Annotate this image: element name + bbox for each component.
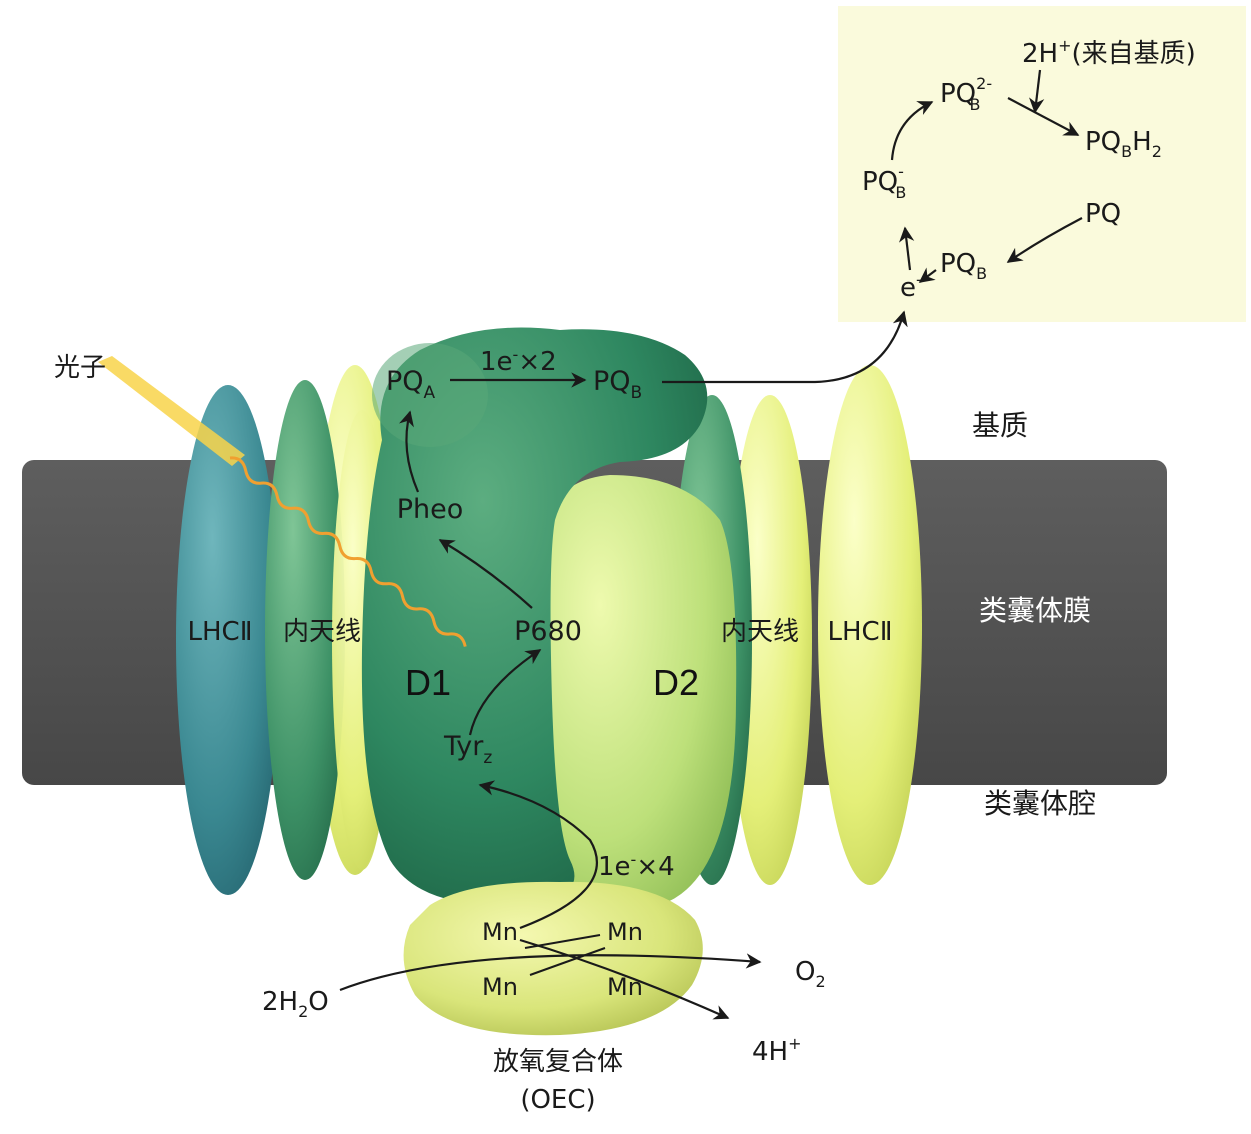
transfer-bottom-label: 1e-×4 bbox=[598, 850, 675, 882]
mn-cross-a bbox=[524, 934, 601, 949]
transfer-top-label: 1e-×2 bbox=[480, 345, 557, 377]
d1-subunit bbox=[361, 327, 708, 906]
pheo-label: Pheo bbox=[397, 494, 464, 525]
mn-cross-b bbox=[529, 947, 606, 976]
cycle-pqb2-label: PQ2-B bbox=[940, 74, 992, 114]
lhcii-right-label: LHCⅡ bbox=[828, 617, 893, 647]
lumen-label: 类囊体腔 bbox=[984, 787, 1096, 820]
d2-label: D2 bbox=[653, 662, 699, 703]
arrow-protons-out bbox=[519, 938, 730, 1020]
cycle-pq-label: PQ bbox=[1085, 199, 1121, 229]
p680-label: P680 bbox=[514, 616, 582, 647]
pqb-label: PQB bbox=[593, 366, 642, 403]
mn-label-4: Mn bbox=[607, 973, 643, 1001]
pqa-label: PQA bbox=[386, 366, 436, 403]
o2-label: O2 bbox=[795, 957, 826, 991]
photon-label: 光子 bbox=[54, 353, 106, 383]
tyr-label: Tyrz bbox=[443, 731, 492, 768]
arrow-pq-to-pqb bbox=[1006, 217, 1083, 263]
arrow-e-to-pqbminus bbox=[898, 226, 915, 271]
thylakoid-membrane-label: 类囊体膜 bbox=[979, 594, 1091, 627]
arrow-pqb2-to-pqbh2 bbox=[1007, 97, 1080, 136]
antenna-left-green bbox=[265, 380, 345, 880]
protons-out-label: 4H+ bbox=[752, 1034, 802, 1067]
lhcii-left-label: LHCⅡ bbox=[188, 617, 253, 647]
arrow-pheo-to-pqa bbox=[399, 410, 420, 493]
cycle-electron-label: e- bbox=[900, 270, 922, 303]
lhcii-right-back bbox=[818, 365, 922, 885]
arrow-protons-in bbox=[1028, 69, 1045, 114]
arrow-pqb-to-cycle bbox=[662, 310, 908, 384]
cycle-pqbh2-label: PQBH2 bbox=[1085, 127, 1162, 161]
lhcii-left-shape bbox=[176, 385, 280, 895]
pq-cycle-box bbox=[838, 6, 1246, 322]
arrow-tyr-to-p680 bbox=[468, 649, 542, 736]
arrow-p680-to-pheo bbox=[438, 539, 533, 609]
cycle-pqb-label: PQB bbox=[940, 249, 987, 283]
water-label: 2H2O bbox=[262, 987, 329, 1021]
oec-name-label: 放氧复合体 bbox=[493, 1047, 623, 1077]
cycle-pqbminus-label: PQ-B bbox=[862, 162, 906, 202]
d1-label: D1 bbox=[405, 662, 451, 703]
arrow-mn-to-tyr bbox=[478, 780, 599, 930]
photon-beam bbox=[98, 356, 245, 466]
d2-subunit bbox=[541, 475, 737, 909]
stroma-label: 基质 bbox=[972, 409, 1028, 442]
mn-label-1: Mn bbox=[482, 918, 518, 946]
oec-complex bbox=[403, 881, 703, 1036]
photon-wave bbox=[229, 456, 467, 647]
inner-antenna-right-label: 内天线 bbox=[721, 617, 799, 647]
oec-abbr-label: (OEC) bbox=[520, 1085, 595, 1115]
mn-label-2: Mn bbox=[607, 918, 643, 946]
inner-antenna-left-label: 内天线 bbox=[283, 617, 361, 647]
arrow-water-to-o2 bbox=[339, 953, 762, 992]
antenna-right-yellow bbox=[728, 395, 812, 885]
arrow-pqbminus-to-pqb2 bbox=[890, 101, 934, 161]
mn-label-3: Mn bbox=[482, 973, 518, 1001]
cycle-protons-label: 2H+(来自基质) bbox=[1022, 36, 1196, 69]
arrow-pqb-to-e bbox=[918, 267, 937, 283]
